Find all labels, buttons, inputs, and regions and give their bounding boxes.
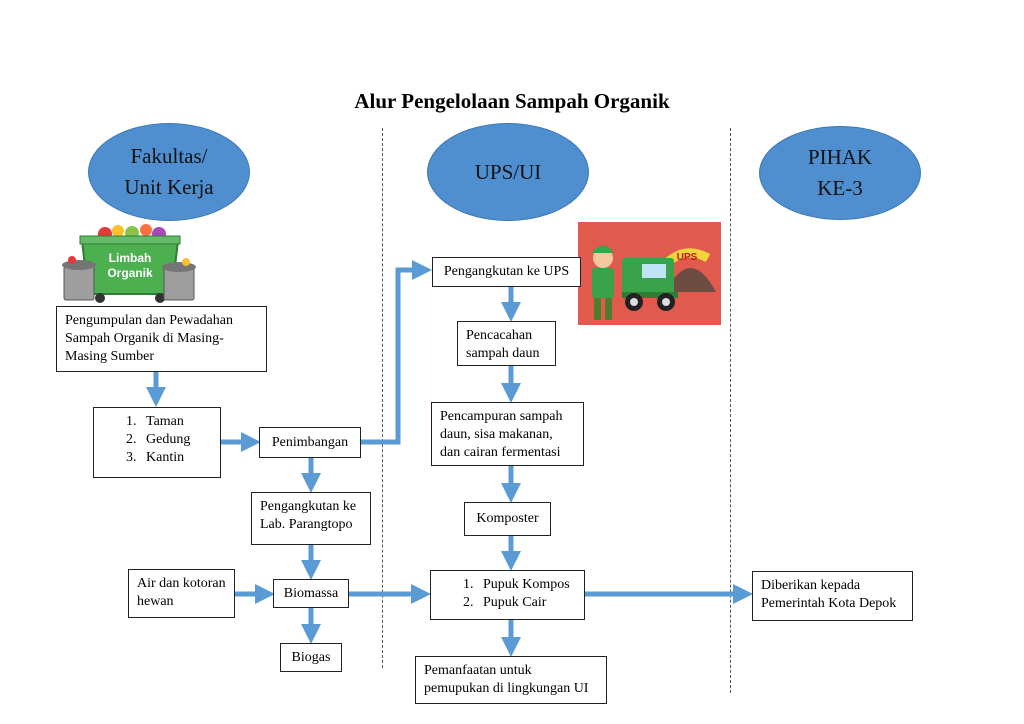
node-text: Biogas bbox=[291, 649, 331, 665]
node-text: Air dan kotoran hewan bbox=[137, 576, 226, 609]
list-item: Pupuk Kompos bbox=[477, 576, 576, 594]
column-oval-pihak: PIHAK KE-3 bbox=[759, 126, 921, 220]
node-pencampuran: Pencampuran sampah daun, sisa makanan, d… bbox=[431, 402, 584, 466]
column-divider-left bbox=[382, 128, 383, 668]
node-pengangkutan-ups: Pengangkutan ke UPS bbox=[432, 257, 581, 287]
node-text: Diberikan kepada Pemerintah Kota Depok bbox=[761, 578, 897, 611]
node-text: Pengangkutan ke UPS bbox=[443, 264, 570, 279]
list-item: Gedung bbox=[140, 431, 212, 449]
oval-line: UPS/UI bbox=[474, 159, 542, 184]
node-air-kotoran: Air dan kotoran hewan bbox=[128, 569, 235, 618]
diagram-title: Alur Pengelolaan Sampah Organik bbox=[354, 89, 670, 113]
list-item: Taman bbox=[140, 413, 212, 431]
oval-line: Unit Kerja bbox=[124, 175, 214, 199]
node-pemanfaatan: Pemanfaatan untuk pemupukan di lingkunga… bbox=[415, 656, 607, 704]
node-biogas: Biogas bbox=[280, 643, 342, 672]
organic-waste-bin-icon: Limbah Organik bbox=[62, 224, 196, 303]
oval-line: KE-3 bbox=[817, 176, 863, 200]
list-item: Pupuk Cair bbox=[477, 594, 576, 612]
node-text: Pencacahan sampah daun bbox=[466, 328, 540, 361]
node-pengumpulan: Pengumpulan dan Pewadahan Sampah Organik… bbox=[56, 306, 267, 372]
node-text: Penimbangan bbox=[271, 434, 349, 450]
arrow-penimbangan-to-ups bbox=[361, 260, 432, 445]
bin-label-line1: Limbah bbox=[109, 251, 152, 265]
node-diberikan: Diberikan kepada Pemerintah Kota Depok bbox=[752, 571, 913, 621]
truck-sign-label: UPS bbox=[677, 252, 698, 263]
node-pencacahan: Pencacahan sampah daun bbox=[457, 321, 556, 366]
oval-line: Fakultas/ bbox=[130, 144, 208, 168]
node-text: Pemanfaatan untuk pemupukan di lingkunga… bbox=[424, 663, 589, 696]
node-biomassa: Biomassa bbox=[273, 579, 349, 608]
ups-truck-icon: UPS bbox=[578, 222, 721, 325]
oval-line: PIHAK bbox=[807, 145, 873, 169]
node-komposter: Komposter bbox=[464, 502, 551, 536]
list-item: Kantin bbox=[140, 449, 212, 467]
node-sources-list: Taman Gedung Kantin bbox=[93, 407, 221, 478]
node-text: Komposter bbox=[476, 511, 539, 526]
node-pengangkutan-lab: Pengangkutan ke Lab. Parangtopo bbox=[251, 492, 371, 545]
node-text: Pengangkutan ke Lab. Parangtopo bbox=[260, 499, 357, 532]
node-text: Pencampuran sampah daun, sisa makanan, d… bbox=[440, 409, 563, 460]
node-penimbangan: Penimbangan bbox=[259, 427, 361, 458]
node-text: Pengumpulan dan Pewadahan Sampah Organik… bbox=[65, 313, 233, 364]
column-oval-fakultas: Fakultas/Unit Kerja bbox=[88, 123, 250, 221]
node-text: Biomassa bbox=[283, 585, 339, 601]
column-oval-ups: UPS/UI bbox=[427, 123, 589, 221]
bin-label-line2: Organik bbox=[107, 266, 153, 280]
column-divider-right bbox=[730, 128, 731, 693]
node-pupuk-list: Pupuk Kompos Pupuk Cair bbox=[430, 570, 585, 620]
